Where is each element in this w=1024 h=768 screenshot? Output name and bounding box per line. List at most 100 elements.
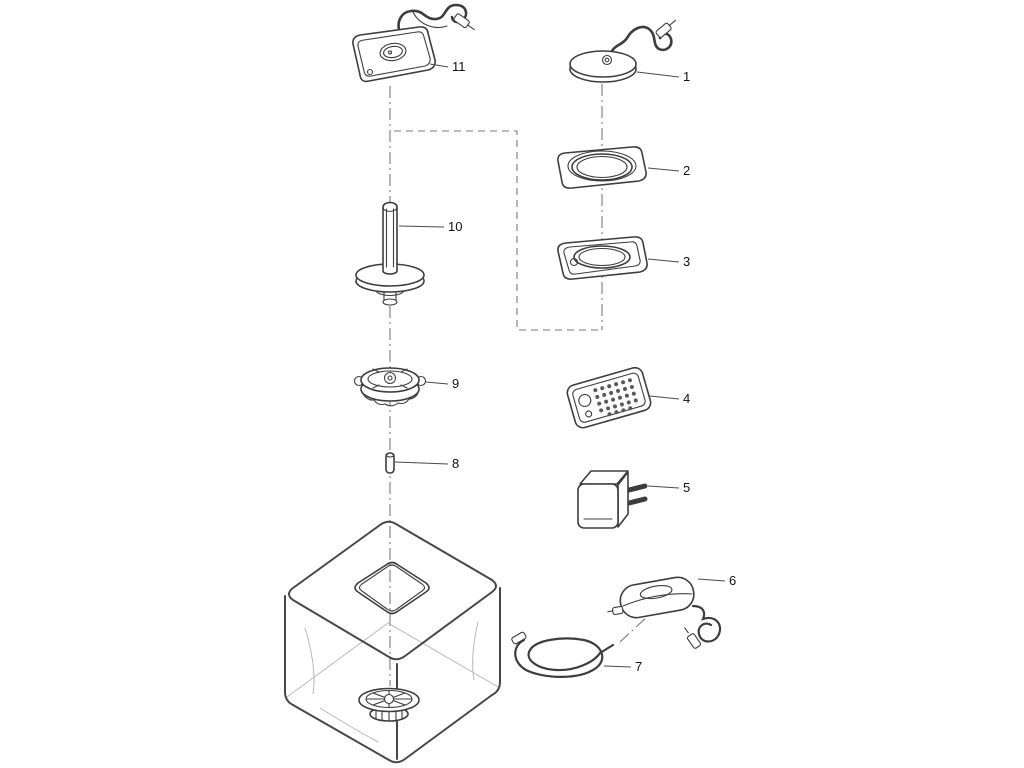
part-lid-with-cable (352, 3, 475, 83)
leader-line-7 (603, 665, 632, 668)
part-label-7: 7 (635, 659, 642, 674)
glass-reflection-bottom (319, 707, 379, 743)
part-air-hose (511, 631, 615, 678)
air-pump-seam (622, 593, 693, 607)
part-power-adapter (577, 470, 648, 529)
callout-4: 4 (649, 391, 690, 406)
air-pump-nozzle (611, 605, 624, 616)
part-bubble-tube (355, 201, 425, 306)
remote-big-button (578, 393, 592, 408)
remote-body (566, 366, 652, 429)
disc-gland (601, 54, 613, 66)
callout-5: 5 (647, 480, 690, 495)
air-pump-nozzle-tip (607, 610, 614, 613)
connector-body (511, 631, 527, 645)
adapter-prong-top (626, 483, 648, 493)
ring-hole-inner (576, 155, 628, 179)
tray-outline (557, 236, 648, 280)
part-label-9: 9 (452, 376, 459, 391)
part-label-10: 10 (448, 219, 462, 234)
part-ring-frame (557, 146, 647, 189)
part-air-pump (607, 576, 722, 649)
disc-upper (569, 50, 637, 78)
aquarium-cube (284, 520, 501, 764)
callout-8: 8 (394, 456, 459, 471)
air-pump-plug (684, 627, 702, 649)
disc-cable-plug (655, 19, 677, 38)
leader-line-4 (649, 395, 680, 400)
lid-cable-plug (453, 13, 475, 31)
cube-top-face (288, 520, 497, 661)
ring-collar (567, 150, 637, 182)
centerline-hose-to-pump (619, 613, 651, 643)
interior-pump-fins (375, 709, 403, 722)
ring-hole-outer (571, 153, 633, 181)
leader-line-10 (398, 225, 445, 228)
adapter-front-face (577, 483, 619, 529)
callouts: 11 1 2 3 10 9 8 4 (394, 59, 736, 674)
pump-cap-ticks (372, 368, 408, 389)
callout-3: 3 (647, 254, 690, 269)
remote-small-button (585, 410, 593, 418)
tube-inner-walls (385, 208, 395, 268)
cube-hidden-bottom-edges (286, 622, 499, 698)
cube-right-edge (491, 587, 501, 696)
air-pump-body-group (607, 576, 695, 619)
callout-10: 10 (398, 219, 462, 234)
part-light-disc-with-cable (569, 19, 677, 83)
part-label-6: 6 (729, 573, 736, 588)
callout-9: 9 (425, 376, 459, 391)
plug-body (453, 13, 470, 29)
part-label-1: 1 (683, 69, 690, 84)
interior-pump-hub (383, 693, 395, 705)
flange-foot (382, 298, 398, 306)
disc-cable (608, 25, 673, 58)
leader-line-8 (394, 461, 449, 465)
tray-hole-outer (573, 245, 631, 269)
assembly-dashed-path (394, 130, 601, 331)
adapter-prong-bottom (626, 496, 648, 506)
tray-notch (569, 257, 579, 267)
part-connector-pin (385, 452, 395, 474)
flange-stem (383, 290, 397, 302)
logo-oval-inner (383, 45, 403, 59)
plug-body (686, 633, 702, 649)
hose-connector (511, 631, 527, 645)
remote-face (572, 372, 646, 423)
cube-left-edge (284, 595, 294, 706)
callout-6: 6 (697, 573, 736, 588)
callout-1: 1 (636, 69, 690, 84)
disc-gland-hole (604, 57, 610, 63)
logo-oval-outer (379, 42, 407, 62)
callout-2: 2 (647, 163, 690, 178)
part-label-11: 11 (452, 59, 466, 74)
leader-line-5 (647, 485, 680, 489)
part-label-2: 2 (683, 163, 690, 178)
tray-inner-outline (563, 241, 641, 275)
part-label-3: 3 (683, 254, 690, 269)
pin-top (385, 452, 395, 458)
remote-button-row-4 (599, 396, 644, 413)
lid-inner-outline (357, 31, 431, 77)
remote-button-row-2 (595, 383, 640, 399)
glass-reflection-right (472, 621, 479, 681)
lid-logo (379, 42, 407, 62)
glass-reflection-left (304, 627, 315, 695)
plug-tip (684, 627, 689, 634)
leader-line-6 (697, 578, 726, 582)
leader-line-11 (429, 63, 449, 68)
pump-scallops (362, 392, 419, 407)
cube-top-opening-inner (358, 564, 426, 612)
leader-line-1 (636, 71, 680, 78)
interior-pump-assembly (358, 687, 420, 722)
tube-body (382, 201, 398, 275)
part-tray-frame (557, 236, 648, 280)
air-pump-label-oval (639, 584, 673, 600)
remote-button-row-1 (593, 376, 638, 393)
part-label-4: 4 (683, 391, 690, 406)
part-label-5: 5 (683, 480, 690, 495)
tube-cap (382, 201, 398, 213)
leader-line-3 (647, 258, 680, 263)
